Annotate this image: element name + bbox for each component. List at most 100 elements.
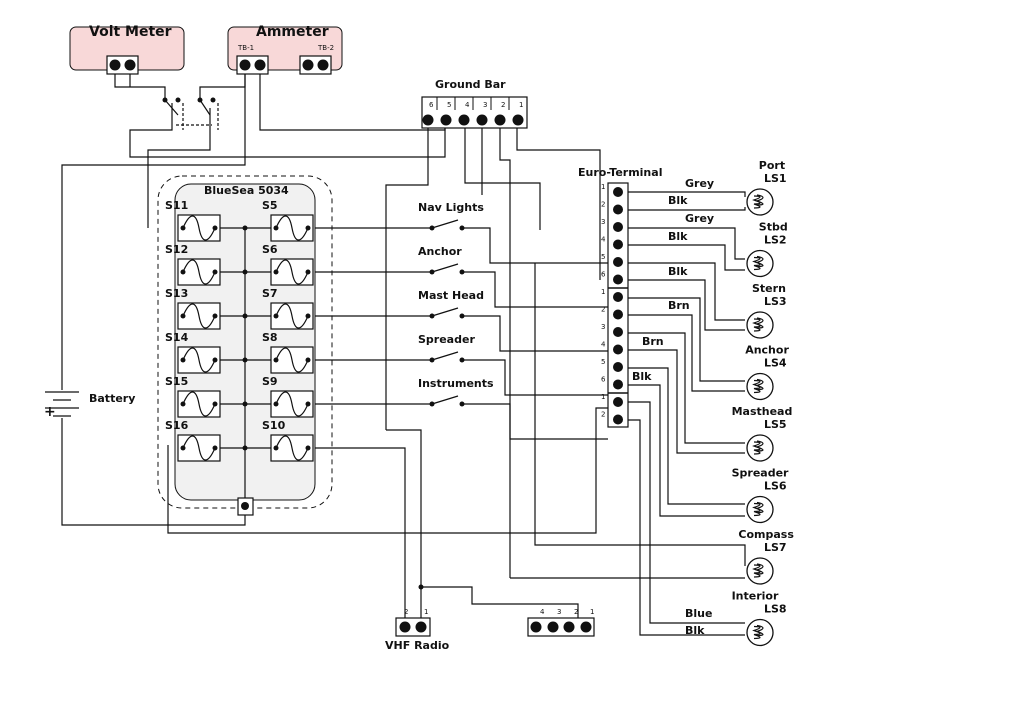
circuit-breaker-s9[interactable] [270, 390, 314, 418]
euro-terminal-post [613, 274, 623, 285]
light-ls1 [746, 188, 774, 216]
euro-pin-label: 1 [601, 183, 605, 191]
wire-color-label: Blk [668, 230, 688, 243]
conn-pin-4: 4 [540, 608, 545, 616]
light-id: LS5 [764, 418, 787, 431]
euro-terminal-post [613, 187, 623, 197]
euro-pin-label: 2 [601, 306, 605, 314]
wire-color-label: Blk [632, 370, 652, 383]
circuit-breaker-s16[interactable] [177, 434, 221, 462]
ground-bar-pin-label: 1 [519, 101, 523, 109]
vhf-radio: 2 1 VHF Radio [315, 429, 579, 652]
vhf-pin-2: 2 [404, 608, 408, 616]
light-ls5 [746, 434, 774, 462]
switch-label: Nav Lights [418, 201, 484, 214]
switch-label: Spreader [418, 333, 475, 346]
breaker-label: S12 [165, 243, 188, 256]
euro-pin-label: 3 [601, 218, 605, 226]
breaker-label: S7 [262, 287, 278, 300]
ground-bar-terminal [512, 114, 524, 126]
circuit-breaker-s12[interactable] [177, 258, 221, 286]
circuit-breaker-s8[interactable] [270, 346, 314, 374]
euro-terminal-post [613, 204, 623, 215]
wire-color-label: Brn [668, 299, 690, 312]
breaker-label: S13 [165, 287, 188, 300]
switch-label: Anchor [418, 245, 462, 258]
ground-bar-terminal [494, 114, 506, 126]
light-id: LS7 [764, 541, 787, 554]
ground-bar-pin-label: 2 [501, 101, 505, 109]
conn-pin-3: 3 [557, 608, 561, 616]
light-name: Interior [732, 590, 779, 603]
circuit-breaker-s11[interactable] [177, 214, 221, 242]
ground-bar-terminal [422, 114, 434, 126]
vhf-label: VHF Radio [385, 639, 450, 652]
euro-pin-label: 6 [601, 271, 606, 279]
breaker-label: S14 [165, 331, 189, 344]
breaker-label: S15 [165, 375, 188, 388]
switch-instruments[interactable] [315, 395, 608, 440]
breaker-label: S16 [165, 419, 189, 432]
euro-pin-label: 2 [601, 411, 605, 419]
light-name: Stbd [759, 221, 788, 234]
light-name: Masthead [732, 405, 793, 418]
ammeter-title: Ammeter [256, 24, 329, 40]
euro-pin-label: 3 [601, 323, 605, 331]
switch-label: Instruments [418, 377, 494, 390]
euro-terminal-title: Euro-Terminal [578, 166, 662, 179]
euro-terminal-post [613, 344, 623, 355]
circuit-breaker-s10[interactable] [270, 434, 314, 462]
breaker-label: S9 [262, 375, 278, 388]
euro-pin-label: 6 [601, 376, 606, 384]
circuit-breaker-s7[interactable] [270, 302, 314, 330]
wire-color-label: Blk [685, 624, 705, 637]
lights: PortLS1StbdLS2SternLS3AnchorLS4MastheadL… [732, 159, 794, 647]
switch-spreader[interactable] [315, 351, 608, 396]
circuit-breaker-s6[interactable] [270, 258, 314, 286]
wire-color-label: Grey [685, 212, 714, 225]
euro-terminal-post [613, 292, 623, 302]
euro-terminal-post [613, 327, 623, 337]
ground-bar-pin-label: 4 [465, 101, 470, 109]
euro-terminal-post [613, 414, 623, 425]
breaker-label: S11 [165, 199, 188, 212]
switch-mast-head[interactable] [315, 307, 608, 352]
switch-anchor[interactable] [315, 263, 608, 308]
light-id: LS1 [764, 172, 787, 185]
circuit-breaker-s15[interactable] [177, 390, 221, 418]
ground-bar-pin-label: 5 [447, 101, 451, 109]
conn-pin-1: 1 [590, 608, 594, 616]
wire-color-label: Grey [685, 177, 714, 190]
wire-color-label: Blk [668, 194, 688, 207]
vhf-pin-1: 1 [424, 608, 428, 616]
euro-terminal-post [613, 397, 623, 407]
light-name: Anchor [745, 344, 789, 357]
circuit-breaker-s14[interactable] [177, 346, 221, 374]
switch-nav-lights[interactable] [315, 219, 608, 264]
ground-bar-terminal [440, 114, 452, 126]
light-id: LS3 [764, 295, 787, 308]
light-ls8 [746, 618, 774, 647]
battery: Battery + [44, 383, 246, 526]
circuit-breaker-s13[interactable] [177, 302, 221, 330]
euro-pin-label: 4 [601, 341, 606, 349]
conn-pin-2: 2 [574, 608, 578, 616]
breaker-label: S6 [262, 243, 278, 256]
light-ls6 [746, 495, 774, 524]
ground-bar-pin-label: 3 [483, 101, 487, 109]
breaker-label: S5 [262, 199, 278, 212]
circuit-breaker-s5[interactable] [270, 214, 314, 242]
light-id: LS4 [764, 357, 787, 370]
ground-bar-pin-label: 6 [429, 101, 434, 109]
wire-color-label: Blue [685, 607, 712, 620]
light-ls4 [746, 372, 774, 401]
light-ls2 [746, 249, 774, 278]
volt-meter: Volt Meter [69, 24, 185, 75]
euro-terminal-post [613, 309, 623, 320]
battery-label: Battery [89, 392, 135, 405]
ground-bar-terminal [476, 114, 488, 126]
